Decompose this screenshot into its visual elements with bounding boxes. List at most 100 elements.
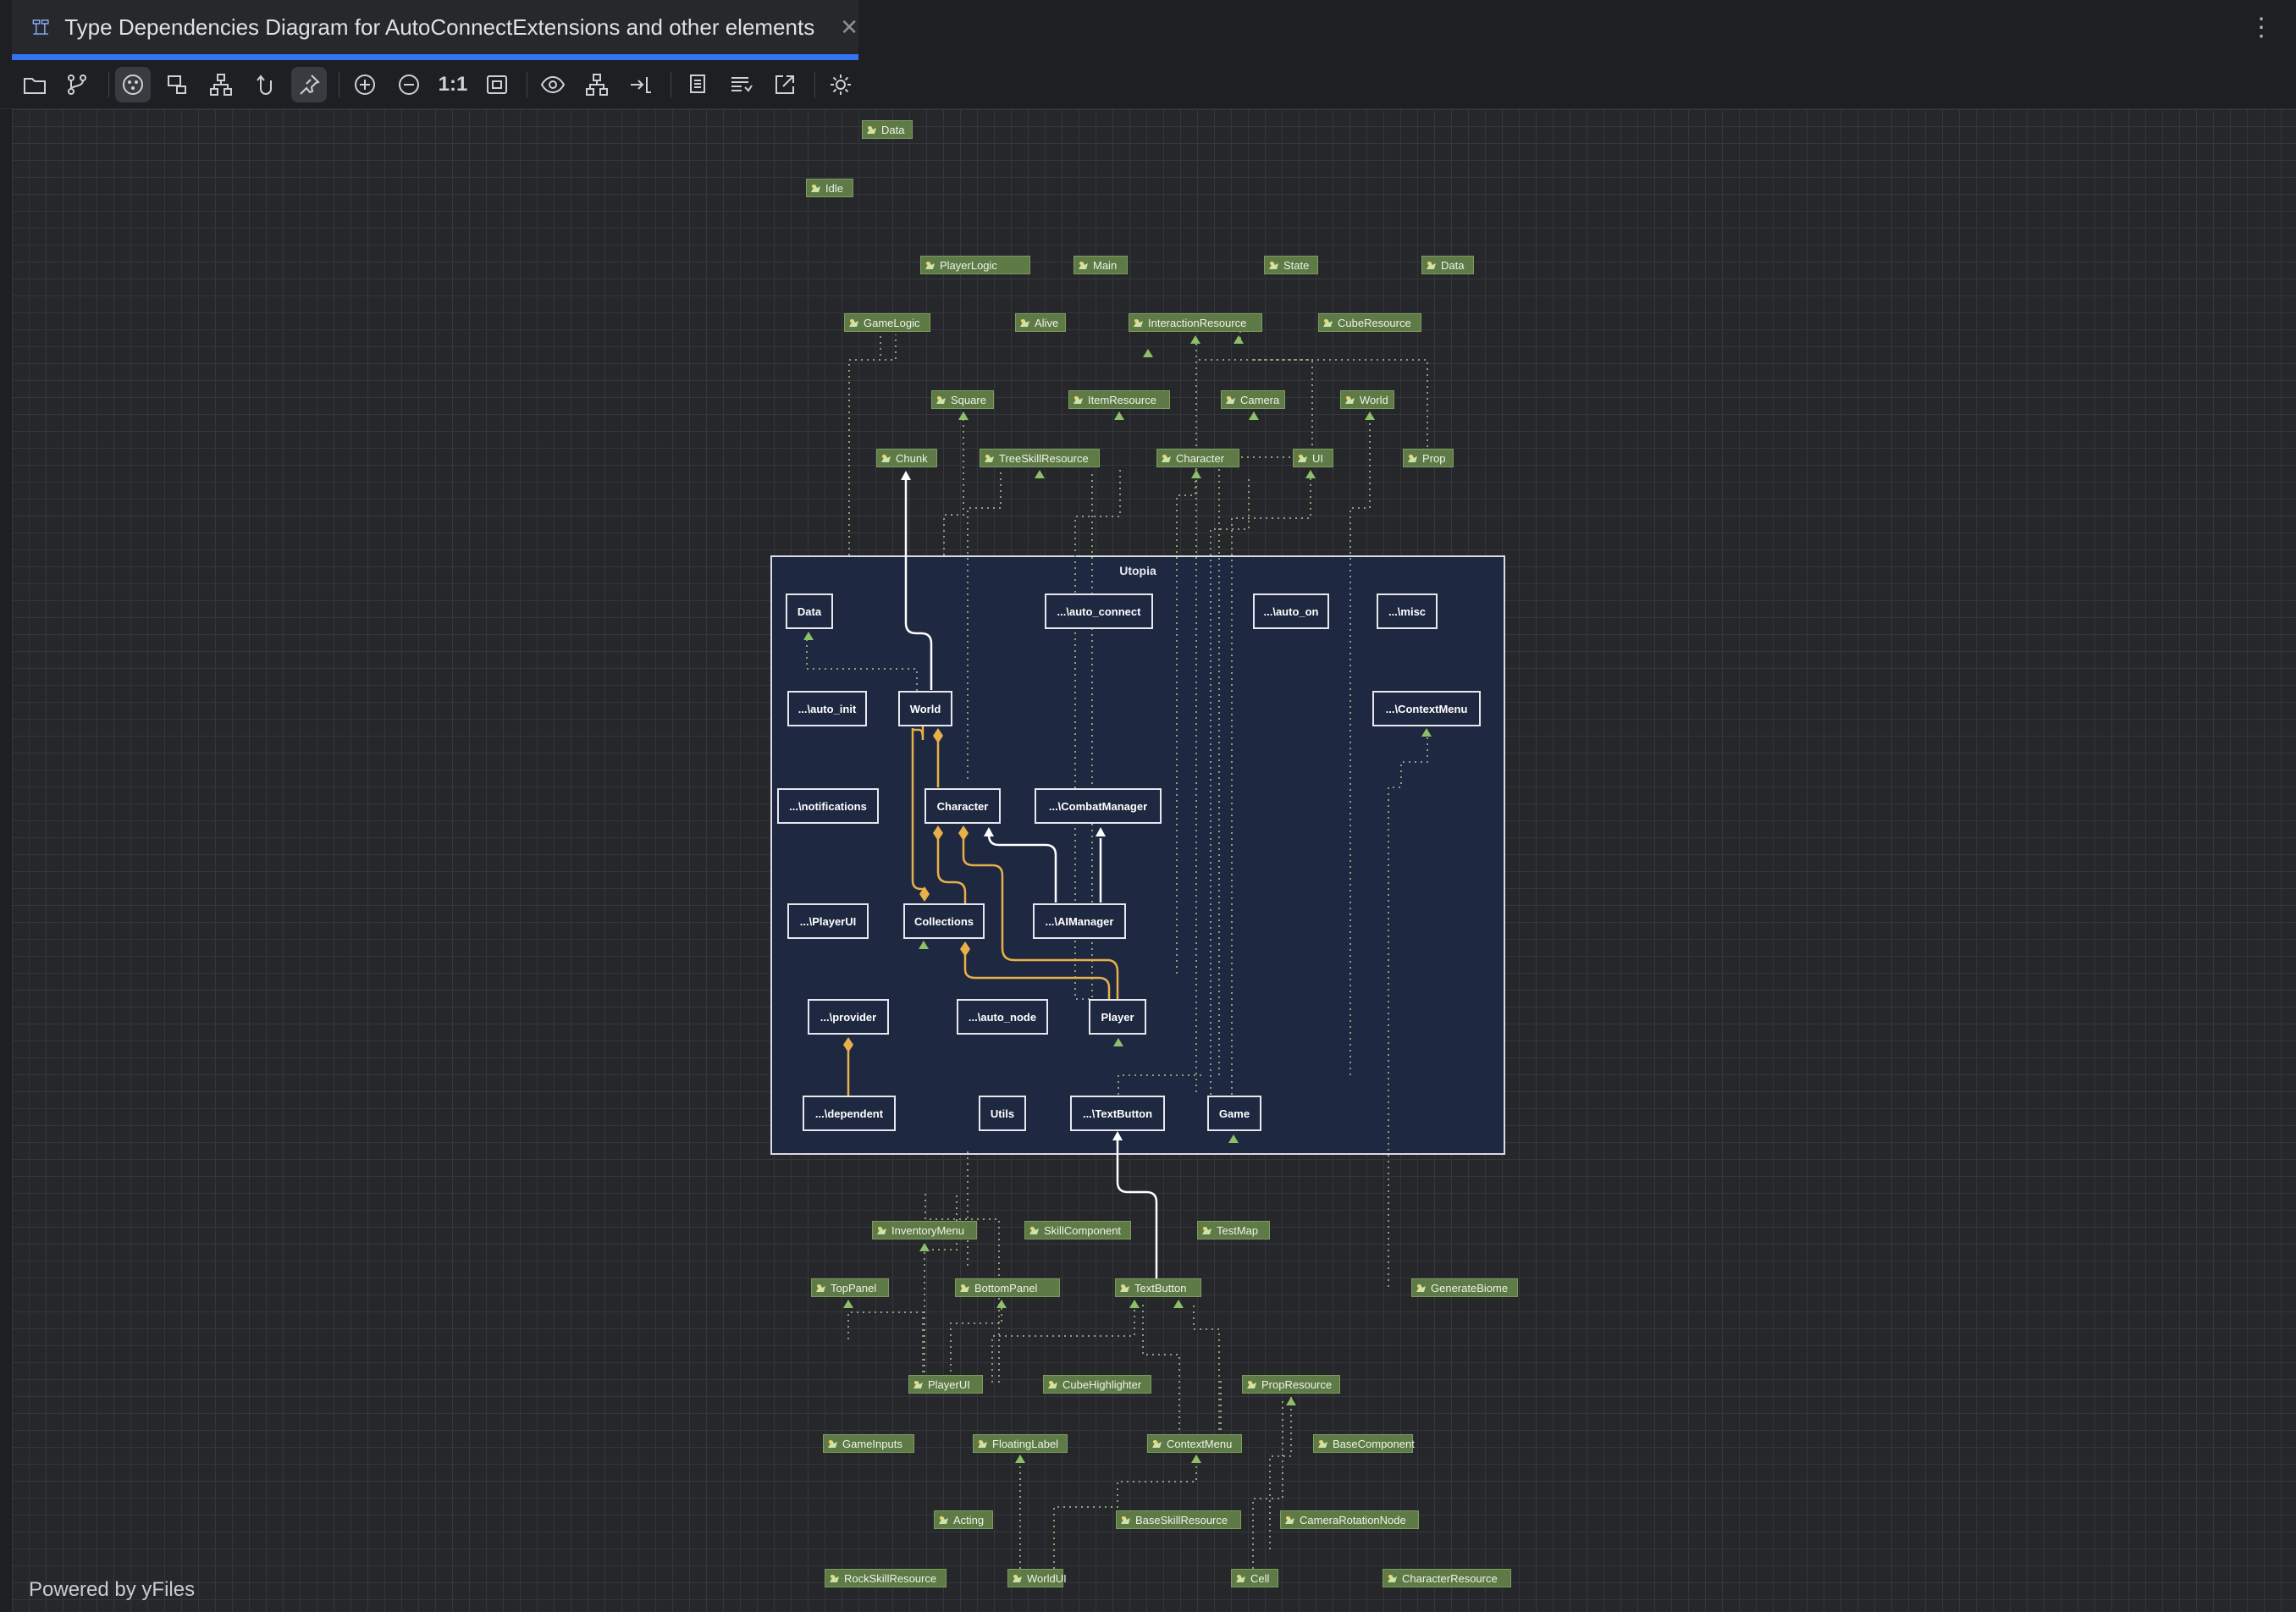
package-node-world[interactable]: World [898,691,952,726]
class-node-skillcomponent[interactable]: SkillComponent [1024,1221,1131,1239]
collapse-icon[interactable] [623,67,659,102]
diagram-canvas[interactable] [12,109,2296,1612]
class-node-generatebiome[interactable]: GenerateBiome [1411,1278,1518,1297]
class-node-data[interactable]: Data [862,120,913,139]
package-node-contextmenu[interactable]: ...\ContextMenu [1372,691,1481,726]
package-node-data[interactable]: Data [786,593,833,629]
package-node-notifications[interactable]: ...\notifications [777,788,879,824]
class-node-cuberesource[interactable]: CubeResource [1318,313,1421,332]
class-node-camera[interactable]: Camera [1221,390,1285,409]
class-node-floatinglabel[interactable]: FloatingLabel [973,1434,1068,1453]
package-node-auto-on[interactable]: ...\auto_on [1253,593,1329,629]
open-folder-icon[interactable] [17,67,52,102]
package-node-aimanager[interactable]: ...\AIManager [1033,903,1126,939]
package-node-playerui[interactable]: ...\PlayerUI [787,903,869,939]
class-icon [1387,1573,1398,1584]
zoom-in-icon[interactable] [347,67,383,102]
package-node-utils[interactable]: Utils [979,1096,1026,1131]
class-node-textbutton[interactable]: TextButton [1115,1278,1201,1297]
class-node-ui[interactable]: UI [1293,449,1333,467]
pin-icon[interactable] [291,67,327,102]
class-node-label: BaseComponent [1333,1437,1415,1450]
settings-icon[interactable] [823,67,858,102]
class-node-data[interactable]: Data [1421,256,1474,274]
class-node-prop[interactable]: Prop [1403,449,1454,467]
class-node-cell[interactable]: Cell [1231,1569,1278,1587]
class-node-toppanel[interactable]: TopPanel [811,1278,889,1297]
class-node-character[interactable]: Character [1156,449,1239,467]
dependency-arrowheads [901,471,1123,1140]
class-node-label: Character [1176,451,1225,465]
class-node-itemresource[interactable]: ItemResource [1068,390,1170,409]
auto-layout-icon[interactable] [115,67,151,102]
copy-icon[interactable] [679,67,715,102]
class-node-inventorymenu[interactable]: InventoryMenu [872,1221,977,1239]
class-node-label: CharacterResource [1402,1571,1498,1585]
class-node-alive[interactable]: Alive [1015,313,1066,332]
class-node-propresource[interactable]: PropResource [1242,1375,1340,1394]
actual-size-button[interactable]: 1:1 [435,67,471,102]
select-icon[interactable] [159,67,195,102]
class-node-idle[interactable]: Idle [806,179,853,197]
layout-tree-icon[interactable] [579,67,615,102]
class-node-playerui[interactable]: PlayerUI [908,1375,983,1394]
class-node-basecomponent[interactable]: BaseComponent [1313,1434,1415,1453]
class-node-interactionresource[interactable]: InteractionResource [1129,313,1262,332]
more-options-icon[interactable]: ⋮ [2249,14,2274,41]
utopia-group[interactable]: Utopia [770,555,1505,1155]
class-node-label: Acting [953,1513,985,1526]
class-node-label: Prop [1422,451,1446,465]
export-icon[interactable] [767,67,803,102]
package-node-auto-connect[interactable]: ...\auto_connect [1045,593,1153,629]
hierarchy-icon[interactable] [203,67,239,102]
package-node-player[interactable]: Player [1089,999,1146,1035]
class-node-camerarotationnode[interactable]: CameraRotationNode [1280,1510,1419,1529]
class-node-acting[interactable]: Acting [934,1510,993,1529]
class-node-chunk[interactable]: Chunk [876,449,937,467]
undo-icon[interactable] [247,67,283,102]
class-node-label: TextButton [1134,1281,1187,1295]
list-icon[interactable] [723,67,759,102]
package-node-game[interactable]: Game [1207,1096,1261,1131]
class-node-main[interactable]: Main [1073,256,1128,274]
class-node-world[interactable]: World [1340,390,1394,409]
class-node-rockskillresource[interactable]: RockSkillResource [825,1569,947,1587]
class-node-baseskillresource[interactable]: BaseSkillResource [1116,1510,1241,1529]
class-node-square[interactable]: Square [931,390,994,409]
eye-icon[interactable] [535,67,571,102]
class-node-state[interactable]: State [1264,256,1318,274]
class-node-contextmenu[interactable]: ContextMenu [1147,1434,1242,1453]
class-node-label: BaseSkillResource [1135,1513,1228,1526]
class-node-gameinputs[interactable]: GameInputs [823,1434,914,1453]
class-node-characterresource[interactable]: CharacterResource [1383,1569,1511,1587]
class-node-label: Chunk [896,451,928,465]
class-node-treeskillresource[interactable]: TreeSkillResource [980,449,1100,467]
class-icon [936,395,947,406]
class-node-playerlogic[interactable]: PlayerLogic [920,256,1030,274]
package-node-textbutton[interactable]: ...\TextButton [1070,1096,1165,1131]
powered-by-label: Powered by yFiles [29,1578,196,1601]
class-node-bottompanel[interactable]: BottomPanel [955,1278,1060,1297]
package-node-auto-node[interactable]: ...\auto_node [957,999,1048,1035]
class-node-label: SkillComponent [1044,1223,1122,1237]
class-icon [1161,453,1172,464]
class-node-gamelogic[interactable]: GameLogic [844,313,930,332]
package-node-dependent[interactable]: ...\dependent [803,1096,896,1131]
class-node-cubehighlighter[interactable]: CubeHighlighter [1043,1375,1151,1394]
fit-content-icon[interactable] [479,67,515,102]
class-icon [938,1515,949,1526]
diagram-tab[interactable]: Type Dependencies Diagram for AutoConnec… [12,0,858,54]
zoom-out-icon[interactable] [391,67,427,102]
package-node-combatmanager[interactable]: ...\CombatManager [1035,788,1162,824]
class-node-worldui[interactable]: WorldUI [1007,1569,1067,1587]
package-node-character[interactable]: Character [924,788,1001,824]
class-node-label: Alive [1035,316,1059,329]
class-node-testmap[interactable]: TestMap [1197,1221,1270,1239]
close-icon[interactable]: ✕ [840,14,858,40]
package-node-auto-init[interactable]: ...\auto_init [787,691,867,726]
class-icon [1297,453,1308,464]
package-node-collections[interactable]: Collections [903,903,985,939]
structure-icon[interactable] [59,67,95,102]
package-node-provider[interactable]: ...\provider [808,999,889,1035]
package-node-misc[interactable]: ...\misc [1377,593,1438,629]
